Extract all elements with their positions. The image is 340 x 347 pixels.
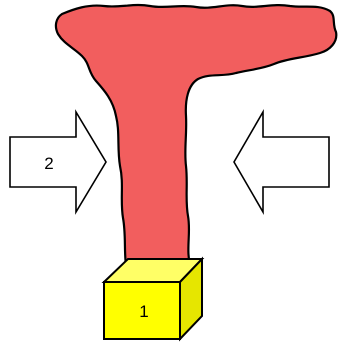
yellow-box: 1: [101, 256, 205, 342]
box-front-face: [103, 281, 181, 340]
right-arrow-shape: [233, 109, 330, 215]
plume-shape: [54, 3, 338, 268]
left-arrow-label: 2: [44, 154, 53, 173]
box-label: 1: [139, 302, 148, 321]
left-arrow-shape: [9, 109, 107, 215]
right-arrow: [233, 109, 330, 215]
left-arrow: 2: [9, 109, 107, 215]
